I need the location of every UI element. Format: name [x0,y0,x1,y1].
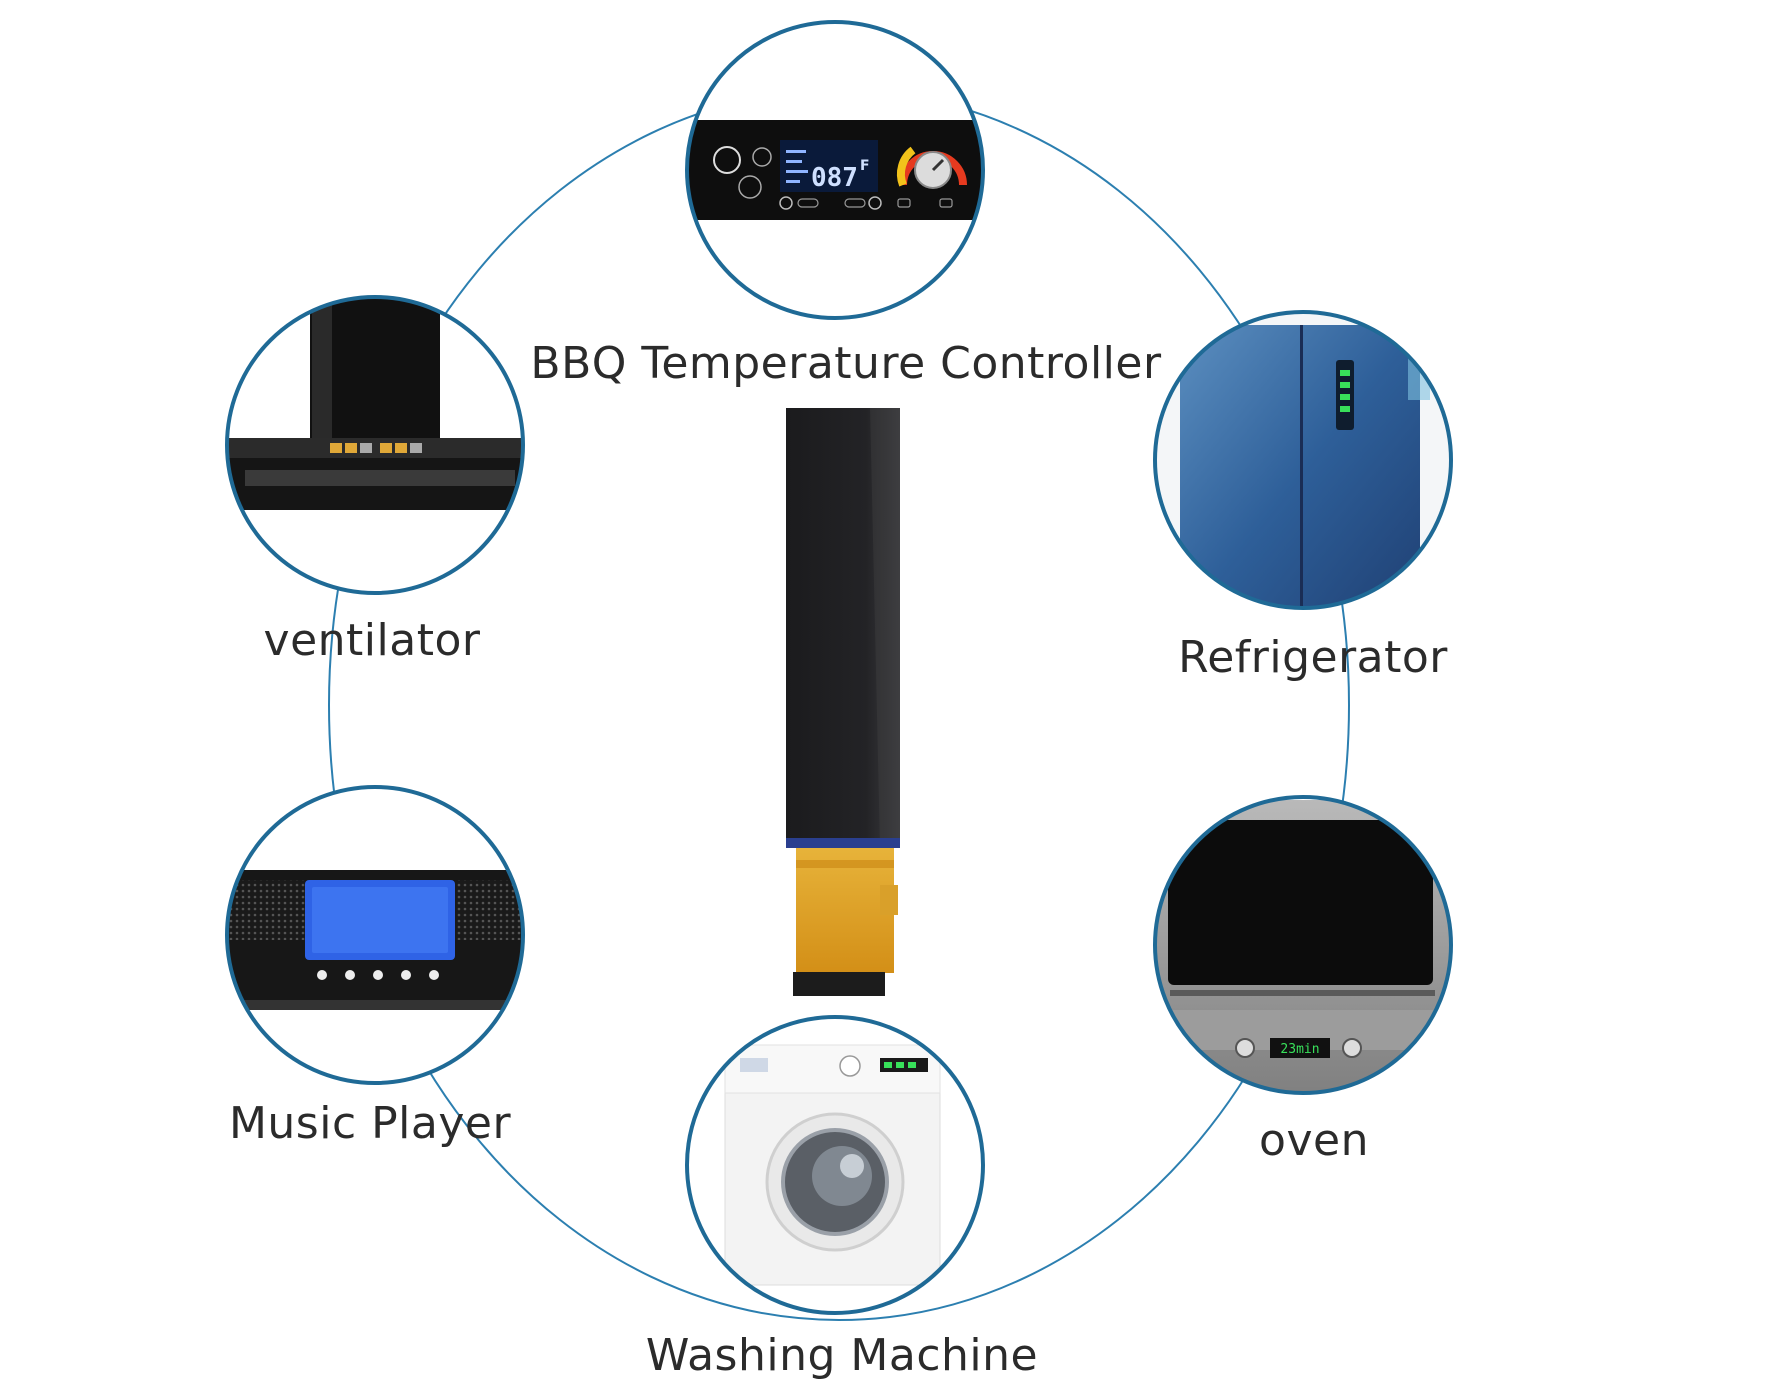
flex-cable [796,848,894,973]
washer-dial [839,1055,861,1077]
bbq-controller-circle: 087 F [685,20,985,320]
power-icon [713,146,741,174]
left-speaker-grille [227,880,305,940]
music-player-circle [225,785,525,1085]
label-oven: oven [1259,1115,1369,1166]
ventilator-circle [225,295,525,595]
label-ventilator: ventilator [263,615,481,666]
music-button [317,970,327,980]
oven-timer-display [1270,1038,1330,1058]
display-module [786,408,900,996]
display-panel [786,408,900,848]
label-washing-machine: Washing Machine [645,1330,1039,1381]
oven-window [1168,820,1433,985]
label-music-player: Music Player [228,1098,512,1149]
oven-timer: 23min [1280,1042,1319,1057]
bbq-unit: F [860,158,870,174]
refrigerator-circle [1153,310,1453,610]
label-refrigerator: Refrigerator [1178,632,1448,683]
oven-circle: 23min [1153,795,1453,1095]
flex-connector [793,972,885,996]
label-bbq-temperature-controller: BBQ Temperature Controller [530,338,1162,389]
bbq-lcd [780,140,878,192]
oven-knob [1235,1038,1255,1058]
bbq-reading: 087 [811,163,858,193]
right-speaker-grille [455,880,523,940]
washing-machine-circle [685,1015,985,1315]
